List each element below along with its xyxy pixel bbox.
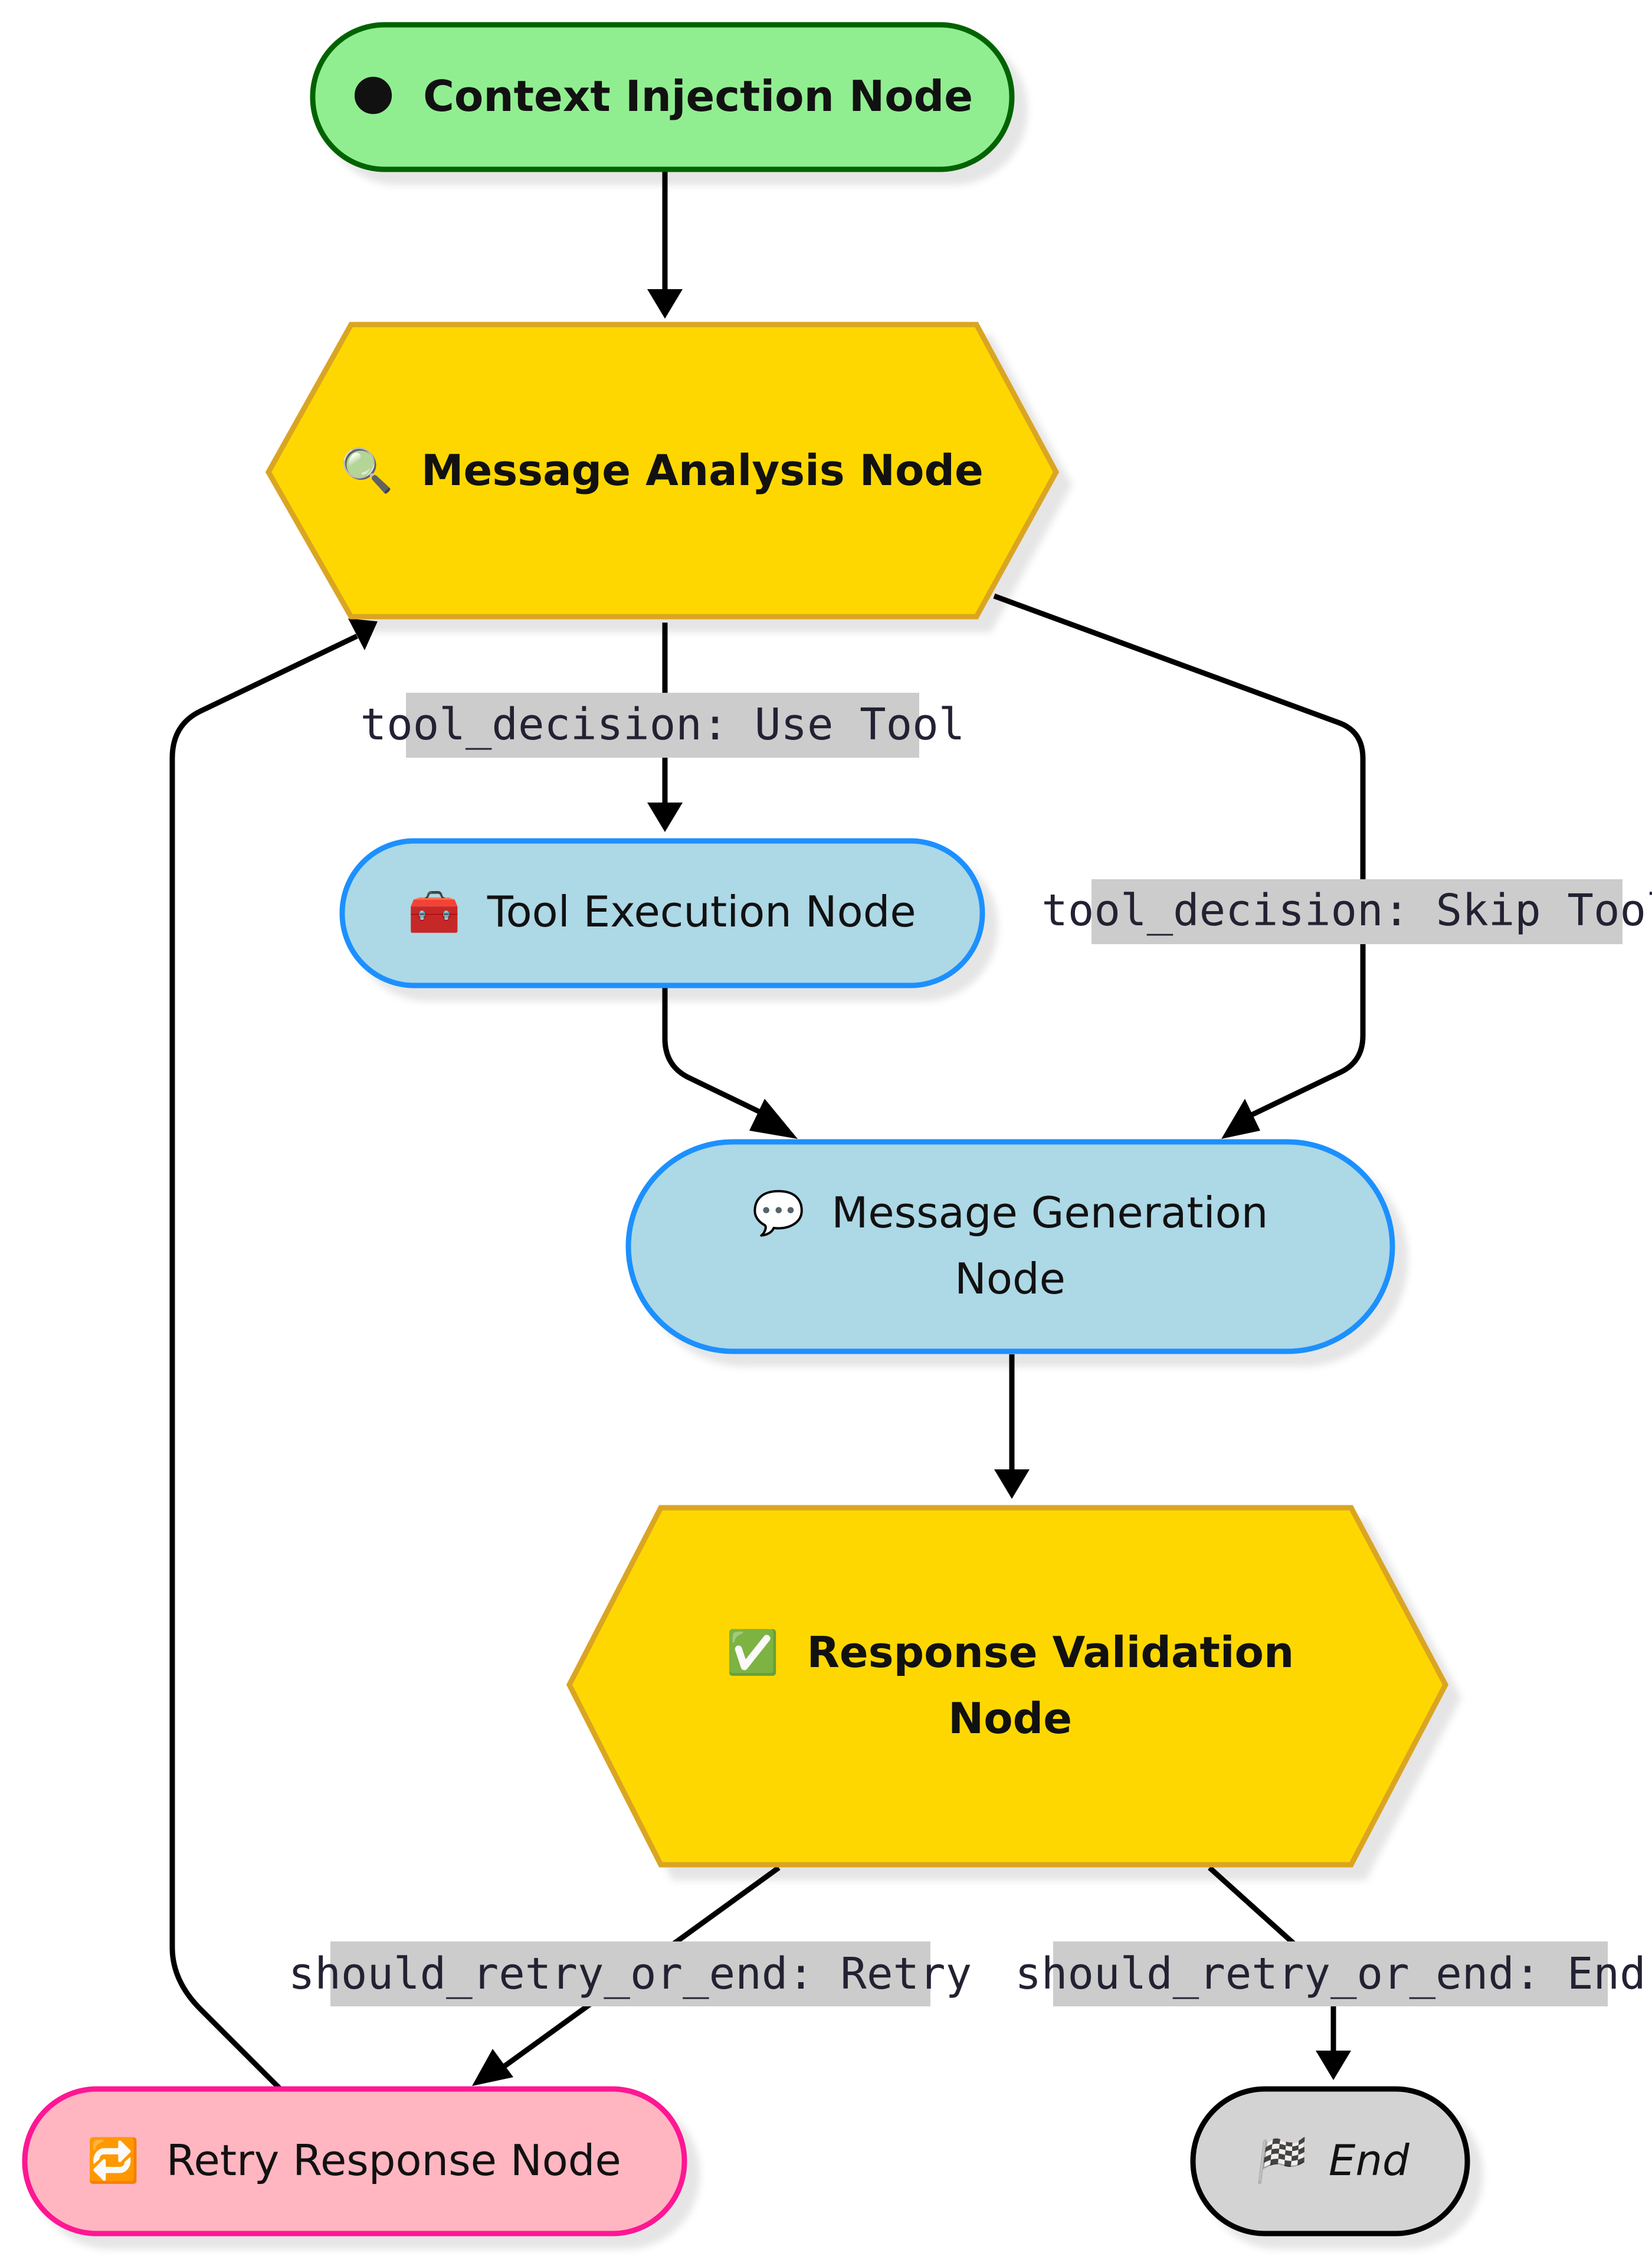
edge-label-background [406,693,919,758]
arrowhead-icon [647,803,683,832]
node-response-validation-label-line2: Node [948,1694,1072,1743]
node-message-generation-label-line2: Node [955,1254,1066,1304]
arrowhead-icon [647,289,683,319]
node-message-analysis-shape [265,322,1060,620]
node-response-validation-label: ✅ Response Validation [726,1628,1294,1677]
node-response-validation[interactable]: ✅ Response Validation Node [566,1505,1449,1868]
node-message-analysis-label: 🔍 Message Analysis Node [340,444,984,495]
arrowhead-icon [348,618,378,650]
edge-label-skip-tool: tool_decision: Skip Tool [1041,879,1652,944]
node-context-injection-label: 🌑 Context Injection Node [351,71,973,121]
edge-analysis-to-generation [993,593,1366,1118]
edge-retry-to-analysis [169,633,358,2091]
node-end[interactable]: 🏁 End [1190,2086,1470,2236]
check-mark-icon: ✅ [726,1628,779,1677]
edge-label-use-tool-text: tool_decision: Use Tool [360,699,965,750]
edge-labels: tool_decision: Use Tool tool_decision: S… [289,693,1652,2006]
speech-bubble-icon: 💬 [752,1188,805,1237]
magnifier-icon: 🔍 [340,444,394,495]
edge-label-skip-tool-text: tool_decision: Skip Tool [1041,885,1652,936]
node-retry-response-label: 🔁 Retry Response Node [87,2136,621,2185]
edge-label-retry: should_retry_or_end: Retry [289,1941,972,2006]
node-tool-execution-shape [339,838,985,988]
edge-label-end: should_retry_or_end: End [1015,1941,1646,2006]
edge-label-background [1053,1941,1608,2006]
node-message-generation-shape [625,1139,1395,1354]
node-tool-execution-label: 🧰 Tool Execution Node [408,887,916,936]
node-response-validation-shape [566,1505,1449,1868]
arrowhead-icon [994,1469,1030,1499]
toolbox-icon: 🧰 [408,887,461,936]
node-message-generation[interactable]: 💬 Message Generation Node [625,1139,1395,1354]
node-end-label: 🏁 End [1251,2136,1410,2185]
node-retry-response-shape [22,2086,687,2236]
node-context-injection-shape [310,22,1015,172]
new-moon-icon: 🌑 [351,71,395,121]
checkered-flag-icon: 🏁 [1251,2136,1312,2185]
arrowhead-icon [1221,1099,1260,1139]
node-message-analysis[interactable]: 🔍 Message Analysis Node [265,322,1060,620]
edge-label-retry-text: should_retry_or_end: Retry [289,1949,972,1999]
arrowhead-icon [749,1099,798,1139]
arrowhead-icon [472,2049,513,2086]
node-context-injection[interactable]: 🌑 Context Injection Node [310,22,1015,172]
node-tool-execution[interactable]: 🧰 Tool Execution Node [339,838,985,988]
edge-label-use-tool: tool_decision: Use Tool [360,693,965,758]
edge-label-end-text: should_retry_or_end: End [1015,1949,1646,1999]
repeat-icon: 🔁 [87,2136,140,2185]
edge-label-background [1092,879,1622,944]
arrowhead-icon [1316,2051,1351,2080]
node-message-generation-label: 💬 Message Generation [752,1188,1268,1237]
edge-label-background [330,1941,930,2006]
edge-tool-to-generation [662,985,774,1121]
node-end-shape [1190,2086,1470,2236]
node-retry-response[interactable]: 🔁 Retry Response Node [22,2086,687,2236]
